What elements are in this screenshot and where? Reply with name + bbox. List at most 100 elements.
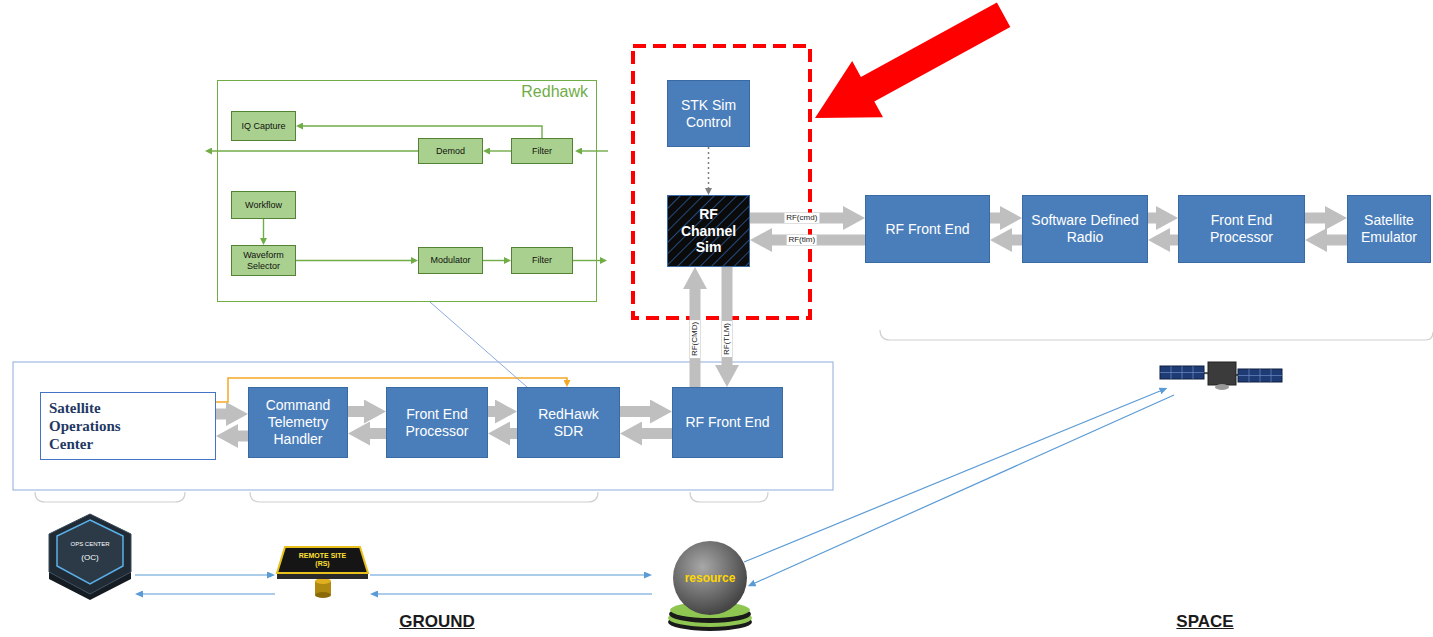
uplink-line — [744, 391, 1160, 562]
text-block: Satellite Emulator — [1352, 212, 1426, 246]
process-box: IQ Capture — [231, 111, 296, 141]
signal-band-arrow — [620, 406, 650, 417]
box-label: STK Sim Control — [672, 97, 745, 131]
signal-band-arrow — [1327, 235, 1347, 246]
text-block: RedHawk SDR — [522, 406, 615, 440]
signal-band-arrow — [216, 409, 226, 420]
signal-band-arrow — [722, 267, 733, 365]
process-box: Satellite Emulator — [1347, 195, 1431, 263]
site-link-arrow — [143, 593, 275, 594]
icon-sphere — [673, 541, 747, 615]
region-label: GROUND — [399, 612, 475, 632]
site-link-arrow — [378, 593, 652, 594]
bracket — [35, 492, 185, 502]
box-label: Satellite Operations Center — [49, 399, 149, 453]
downlink-line — [755, 395, 1174, 583]
box-label: Software Defined Radio — [1027, 212, 1143, 246]
panel-title-block: Redhawk — [521, 83, 588, 101]
flow-arrow — [296, 260, 411, 261]
highlight-arrow — [815, 3, 1010, 119]
text-block: RF Front End — [677, 414, 778, 431]
box-label: Filter — [516, 255, 568, 265]
box-label: IQ Capture — [236, 121, 291, 131]
space-link — [744, 391, 1174, 583]
signal-band-arrow — [750, 213, 843, 224]
signal-band-arrow — [1305, 213, 1325, 224]
link-line — [430, 302, 527, 387]
text-block: Workflow — [236, 200, 291, 210]
satellite-icon — [1160, 362, 1282, 390]
process-box: Software Defined Radio — [1022, 195, 1148, 263]
bracket — [880, 330, 1433, 340]
box-label: resource — [685, 571, 736, 585]
text-block: Waveform Selector — [236, 250, 291, 271]
signal-band-arrow — [642, 428, 672, 439]
signal-band-arrow — [1012, 235, 1022, 246]
icon-art — [652, 538, 768, 632]
box-label: Command Telemetry Handler — [253, 397, 343, 447]
output-arrow — [573, 260, 600, 261]
text-block: IQ Capture — [236, 121, 291, 131]
flow-arrow — [483, 260, 504, 261]
signal-band-arrow — [990, 213, 1000, 224]
text-block: RF Channel Sim — [672, 206, 745, 256]
box-label: OPS CENTER — [70, 541, 109, 547]
site-icon: REMOTE SITE (RS) — [275, 545, 370, 602]
hatch-pattern — [668, 196, 749, 266]
box-label: Front End Processor — [1183, 212, 1300, 246]
input-arrow — [582, 150, 608, 151]
module-panel: IQ CaptureDemodFilterWorkflowWaveform Se… — [217, 80, 597, 302]
bracket — [690, 492, 768, 502]
box-label: REMOTE SITE (RS) — [293, 552, 352, 567]
flow-arrow — [303, 126, 542, 138]
text-block: Satellite Operations Center — [49, 399, 149, 453]
box-label: Satellite Emulator — [1352, 212, 1426, 246]
box-label: (OC) — [81, 553, 98, 562]
text-block: Front End Processor — [391, 406, 483, 440]
signal-band-arrow — [238, 431, 248, 442]
icon-cylinder — [315, 592, 331, 598]
process-box: Filter — [511, 247, 573, 274]
box-label: Filter — [516, 146, 568, 156]
satellite-dish — [1215, 384, 1229, 390]
process-box: RF Front End — [865, 195, 990, 263]
text-block: Demod — [423, 146, 478, 156]
panel-title: Redhawk — [521, 83, 588, 101]
signal-band-arrow — [370, 428, 386, 439]
icon-slab — [277, 547, 368, 573]
signal-band-arrow — [488, 406, 495, 417]
site-link-arrow — [370, 574, 644, 575]
text-block: Software Defined Radio — [1027, 212, 1143, 246]
box-label: RF Front End — [677, 414, 778, 431]
signal-label: RF(CMD) — [690, 320, 700, 358]
process-box: Waveform Selector — [231, 245, 296, 276]
group-brackets — [35, 330, 1433, 502]
box-label: Modulator — [423, 255, 478, 265]
process-box: Demod — [418, 138, 483, 164]
box-label: RF Channel Sim — [672, 206, 745, 256]
satellite-body — [1208, 362, 1236, 385]
process-box: Front End Processor — [1178, 195, 1305, 263]
box-label: Demod — [423, 146, 478, 156]
process-box: RedHawk SDR — [517, 387, 620, 458]
process-box: Workflow — [231, 191, 296, 219]
icon-body — [49, 514, 131, 594]
box-label: Front End Processor — [391, 406, 483, 440]
site-icon: OPS CENTER (OC) — [45, 508, 135, 600]
box-label: Waveform Selector — [236, 250, 291, 271]
text-block: Modulator — [423, 255, 478, 265]
signal-label: RF(TLM) — [722, 321, 732, 357]
ground-enclosure — [13, 362, 833, 490]
signal-band-arrow — [772, 235, 865, 246]
flow-arrow — [263, 219, 264, 238]
box-label: RedHawk SDR — [522, 406, 615, 440]
signal-band-arrow — [510, 428, 517, 439]
site-link-arrow — [135, 574, 267, 575]
icon-face — [57, 520, 123, 584]
process-box: Modulator — [418, 247, 483, 274]
output-arrow — [212, 150, 418, 151]
antenna-icon: resource — [652, 538, 768, 632]
process-box: Front End Processor — [386, 387, 488, 458]
